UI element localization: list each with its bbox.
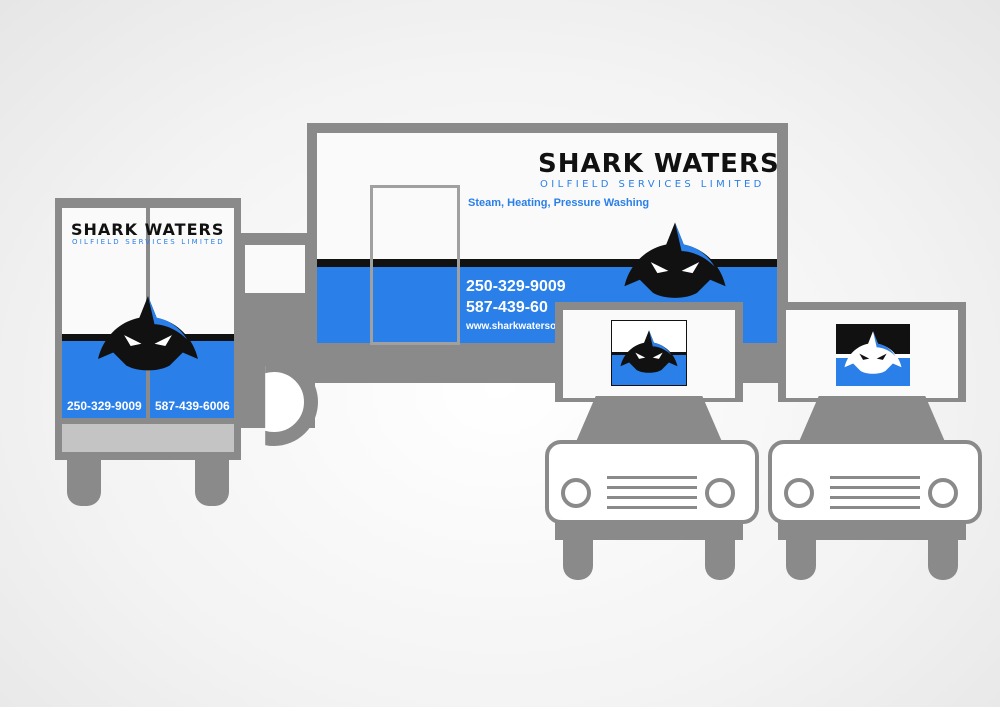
front-2-wheel-left [786, 540, 816, 580]
rear-bumper [62, 424, 234, 452]
front-2-logo-box [836, 324, 910, 386]
front-1-headlight-right [705, 478, 735, 508]
front-2-windshield [798, 396, 946, 444]
shark-logo-icon [93, 296, 203, 372]
rear-wheel-right [195, 460, 229, 506]
rear-logo-subtitle: OILFIELD SERVICES LIMITED [72, 238, 225, 246]
box-logo-subtitle: OILFIELD SERVICES LIMITED [540, 179, 765, 190]
services-text: Steam, Heating, Pressure Washing [468, 197, 650, 209]
rear-phone-2: 587-439-6006 [155, 399, 230, 413]
box-logo-title: SHARK WATERS [538, 149, 780, 179]
front-1-headlight-left [561, 478, 591, 508]
rear-logo-title: SHARK WATERS [71, 220, 225, 239]
box-black-stripe [317, 259, 777, 267]
box-phone-1: 250-329-9009 [466, 278, 566, 295]
cab-window [245, 245, 305, 293]
shark-logo-icon [620, 221, 730, 301]
rear-phone-1: 250-329-9009 [67, 399, 142, 413]
front-truck-2 [768, 298, 982, 583]
rear-wheel-left [67, 460, 101, 506]
shark-logo-icon [618, 325, 680, 379]
side-door [370, 185, 460, 345]
front-truck-1 [545, 298, 759, 583]
front-2-bumper [778, 520, 966, 540]
shark-logo-icon [844, 331, 902, 374]
box-phone-2: 587-439-60 [466, 299, 548, 316]
front-2-headlight-left [784, 478, 814, 508]
front-1-bumper [555, 520, 743, 540]
front-2-grille [830, 476, 920, 479]
front-1-wheel-left [563, 540, 593, 580]
front-1-wheel-right [705, 540, 735, 580]
front-2-headlight-right [928, 478, 958, 508]
front-1-logo-box [611, 320, 687, 386]
box-website: www.sharkwaterso [466, 321, 557, 332]
front-1-grille [607, 476, 697, 479]
front-2-wheel-right [928, 540, 958, 580]
front-1-windshield [575, 396, 723, 444]
rear-view-truck: SHARK WATERS OILFIELD SERVICES LIMITED 2… [55, 198, 241, 508]
